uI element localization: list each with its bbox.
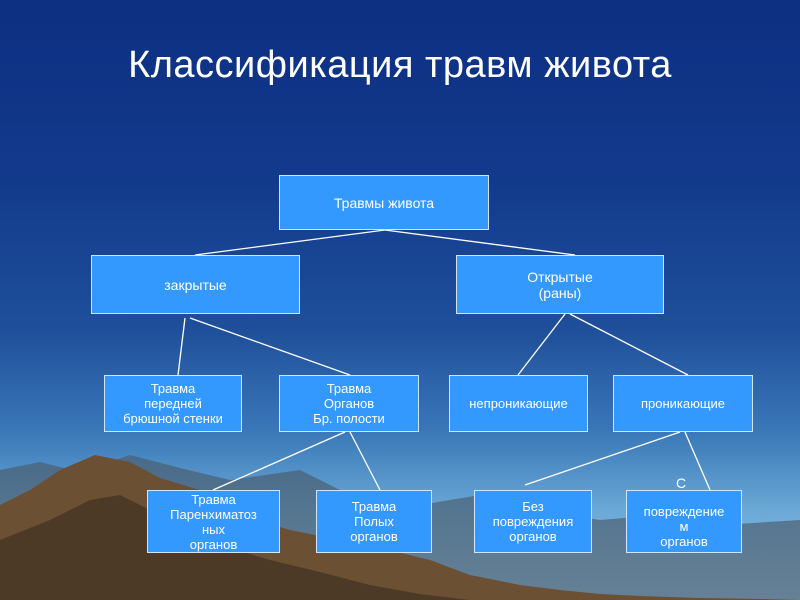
connector-root-open (384, 229, 576, 256)
node-with-damage: повреждение м органов (626, 490, 742, 553)
node-parenchymal: Травма Паренхиматоз ных органов (147, 490, 280, 553)
connector-closed-anterior (177, 317, 186, 376)
node-without-damage: Без повреждения органов (474, 490, 592, 553)
connector-root-closed (194, 229, 386, 256)
mountain-ridge (0, 495, 470, 600)
connector-open-nonpen (517, 313, 566, 376)
connector-organs-hollow (349, 431, 381, 491)
with-prefix-label: С (676, 475, 687, 491)
node-hollow: Травма Полых органов (316, 490, 432, 553)
connector-organs-parenchymal (212, 431, 346, 491)
node-abdominal-trauma: Травмы живота (279, 175, 489, 230)
node-open: Открытые (раны) (456, 255, 664, 314)
connector-pen-without (524, 431, 681, 486)
connector-open-pen (569, 313, 689, 376)
node-anterior-wall: Травма передней брюшной стенки (104, 375, 242, 432)
connector-pen-with (684, 431, 711, 491)
node-abdominal-organs: Травма Органов Бр. полости (279, 375, 419, 432)
node-penetrating: проникающие (613, 375, 753, 432)
connector-closed-organs (189, 317, 351, 376)
slide-title: Классификация травм живота (128, 44, 672, 86)
node-closed: закрытые (91, 255, 300, 314)
node-non-penetrating: непроникающие (449, 375, 588, 432)
